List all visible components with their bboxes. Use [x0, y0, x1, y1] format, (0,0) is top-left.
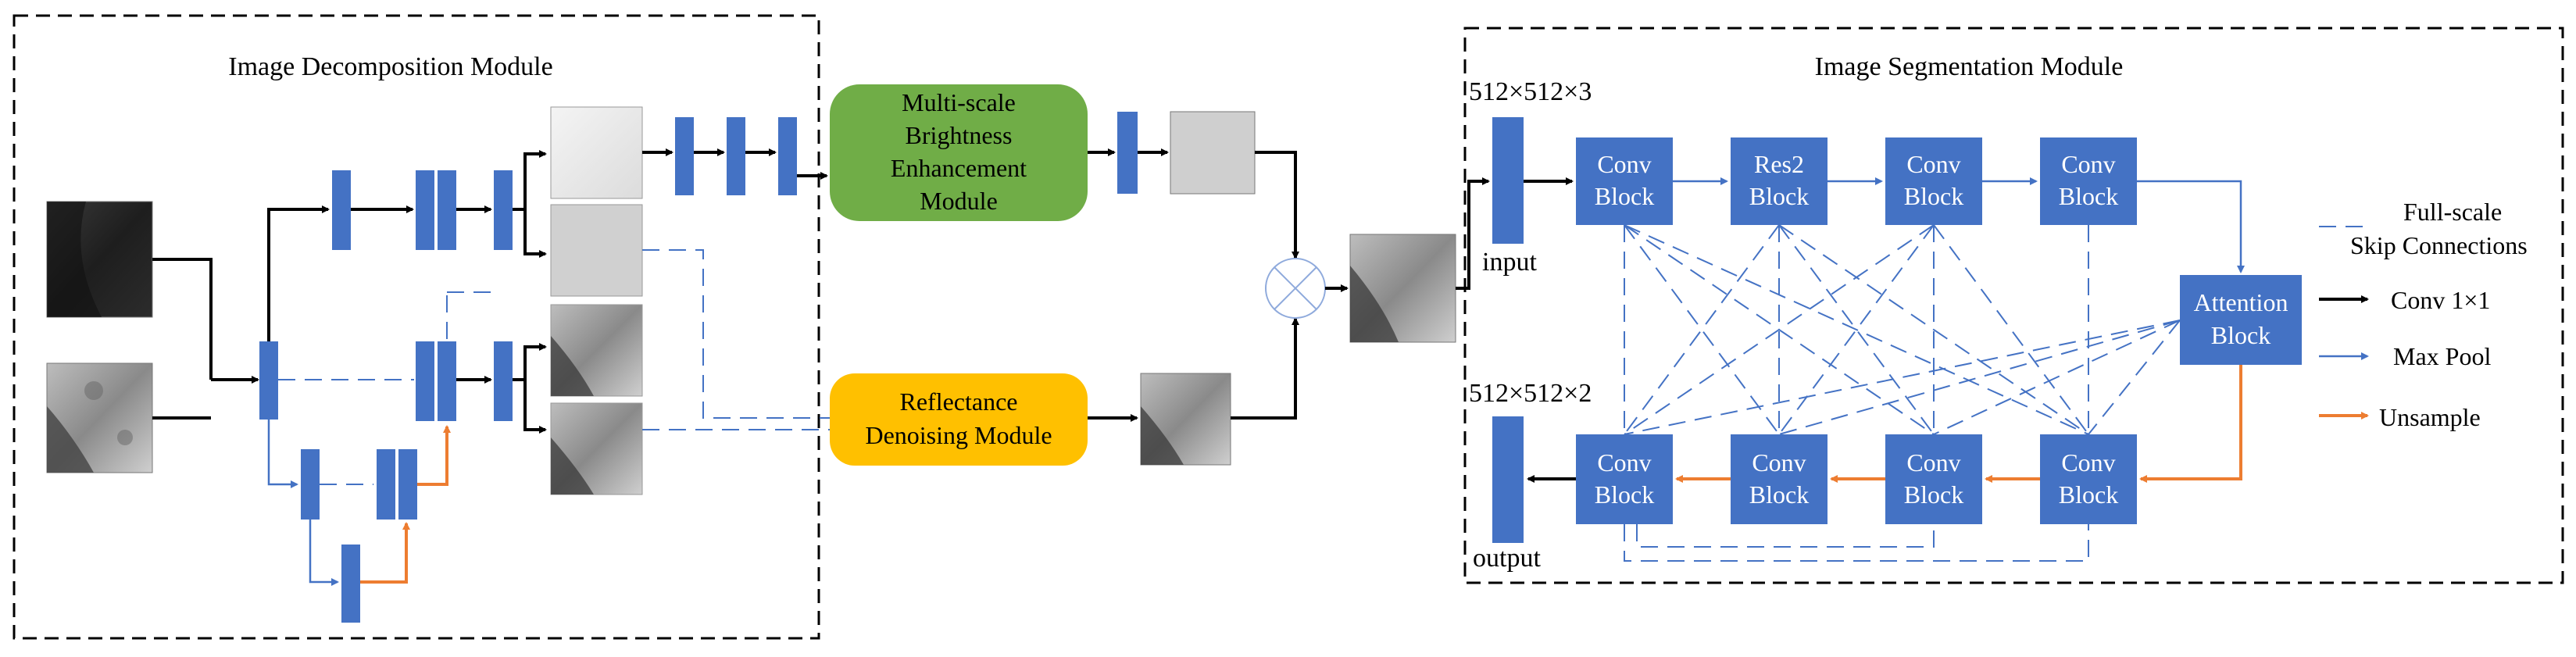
- legend-skip-line-2: Skip Connections: [2350, 231, 2528, 259]
- enhanced-illumination-image: [1170, 111, 1256, 195]
- block-text: Conv: [1752, 448, 1806, 477]
- encoder-conv-block-1: [1576, 137, 1673, 225]
- upsample-arrow: [417, 425, 451, 486]
- maxpool-arrow: [309, 520, 339, 586]
- legend-skip-line-1: Full-scale: [2403, 198, 2502, 226]
- maxpool-arrow: [267, 420, 298, 488]
- block-text: Block: [1749, 480, 1809, 509]
- decomposition-module-frame: [13, 14, 820, 640]
- encoder-conv-block-3: [1885, 137, 1982, 225]
- block-text: Conv: [2061, 150, 2115, 178]
- block-text: Conv: [2061, 448, 2115, 477]
- upsample-arrow: [360, 522, 410, 584]
- brightness-line-2: Brightness: [906, 121, 1013, 149]
- segmentation-module-title: Image Segmentation Module: [1815, 52, 2124, 81]
- brightness-enhancement-module: [830, 84, 1088, 221]
- encoder-res2-block: [1731, 137, 1827, 225]
- block-text: Conv: [1597, 448, 1651, 477]
- block-text: Block: [2059, 480, 2118, 509]
- arrow: [523, 380, 547, 434]
- decoder-conv-block-2: [1731, 434, 1827, 524]
- decomposition-module-title: Image Decomposition Module: [228, 52, 552, 81]
- arrow: [513, 343, 547, 381]
- block-text: Conv: [1906, 448, 1960, 477]
- block-text: Conv: [1597, 150, 1651, 178]
- illumination-image: [550, 106, 643, 199]
- conv-bar: [332, 170, 351, 250]
- maxpool-arrow: [2137, 180, 2245, 273]
- illumination-image-smooth: [550, 204, 643, 297]
- conv-bar: [416, 341, 434, 421]
- connector: [152, 258, 213, 380]
- output-bar: [1492, 416, 1524, 543]
- conv-bar: [438, 341, 456, 421]
- brightness-line-3: Enhancement: [891, 154, 1027, 182]
- conv-bar: [377, 449, 395, 520]
- input-image-sar: [46, 362, 153, 473]
- arrow: [1456, 177, 1490, 290]
- decoder-conv-block-3: [1885, 434, 1982, 524]
- arrow: [267, 205, 330, 341]
- segmentation-module-frame: [1463, 27, 2564, 584]
- conv-bar: [494, 341, 513, 421]
- legend: Full-scale Skip Connections Conv 1×1 Max…: [2319, 198, 2528, 431]
- input-label: input: [1482, 248, 1537, 277]
- decoder-conv-block-1: [1576, 434, 1673, 524]
- conv-bar: [341, 545, 360, 623]
- conv-bar: [301, 449, 320, 520]
- arrow: [1231, 317, 1299, 420]
- output-dimension: 512×512×2: [1469, 379, 1592, 408]
- block-text: Block: [1595, 182, 1654, 210]
- input-bar: [1492, 117, 1524, 244]
- block-text: Block: [2059, 182, 2118, 210]
- decoder-conv-block-4: [2040, 434, 2137, 524]
- block-text: Block: [1904, 480, 1963, 509]
- conv-bar: [259, 341, 278, 420]
- arrow: [523, 209, 547, 258]
- block-text: Block: [1904, 182, 1963, 210]
- full-scale-skip-connections: [1624, 224, 2181, 562]
- input-image-dark: [46, 201, 153, 318]
- brightness-line-4: Module: [920, 187, 998, 215]
- multiply-icon: [1265, 258, 1326, 319]
- conv-bar: [675, 117, 694, 195]
- arrow: [1255, 151, 1299, 259]
- legend-upsample: Unsample: [2379, 403, 2481, 431]
- legend-conv: Conv 1×1: [2391, 286, 2490, 314]
- block-text: Attention: [2194, 288, 2288, 316]
- arrow: [513, 150, 547, 211]
- conv-bar: [398, 449, 417, 520]
- conv-bar: [494, 170, 513, 250]
- block-text: Block: [1595, 480, 1654, 509]
- conv-bar: [416, 170, 434, 250]
- brightness-line-1: Multi-scale: [902, 88, 1016, 116]
- skip-line: [642, 249, 830, 419]
- block-text: Block: [2211, 321, 2271, 349]
- attention-block: [2180, 275, 2302, 365]
- encoder-conv-block-4: [2040, 137, 2137, 225]
- reflectance-line-1: Reflectance: [900, 387, 1018, 416]
- block-text: Res2: [1754, 150, 1804, 178]
- block-text: Conv: [1906, 150, 1960, 178]
- output-label: output: [1473, 544, 1541, 573]
- block-text: Block: [1749, 182, 1809, 210]
- reflectance-line-2: Denoising Module: [865, 421, 1052, 449]
- conv-bar: [438, 170, 456, 250]
- input-dimension: 512×512×3: [1469, 77, 1592, 106]
- conv-bar: [778, 117, 797, 195]
- conv-bar: [1117, 112, 1138, 194]
- reflectance-denoising-module: [830, 373, 1088, 466]
- legend-maxpool: Max Pool: [2393, 342, 2491, 370]
- upsample-arrow: [2139, 365, 2242, 483]
- conv-bar: [727, 117, 745, 195]
